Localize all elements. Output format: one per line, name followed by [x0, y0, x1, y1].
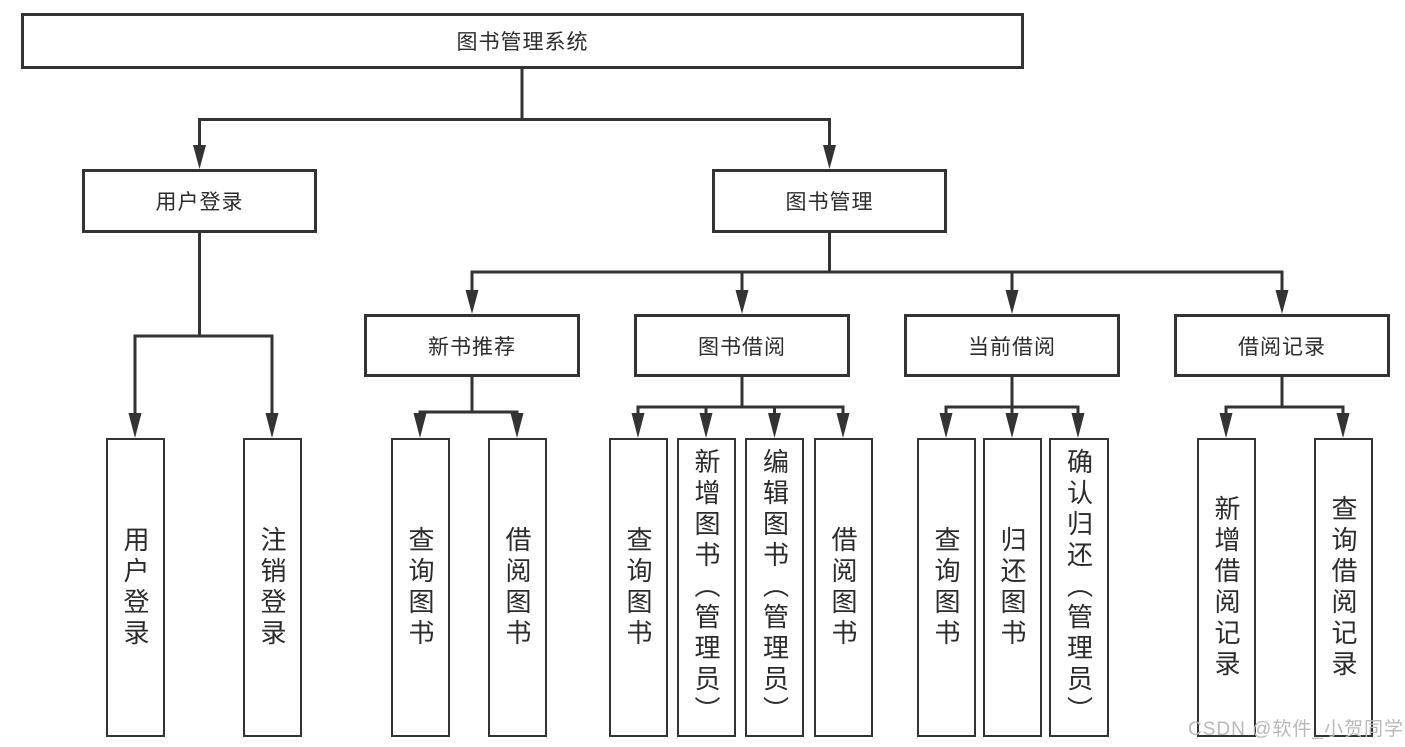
node-add-borrow-record-label: 新增借阅记录	[1211, 494, 1241, 681]
node-logout-label: 注销登录	[257, 525, 287, 650]
node-add-books-admin-label: 新增图书（管理员）	[691, 448, 721, 727]
node-borrow-records: 借阅记录	[1174, 314, 1390, 377]
node-login-label: 用户登录	[120, 525, 150, 650]
connector-user-login	[128, 233, 279, 438]
connector-new-book-recommend	[413, 377, 524, 438]
node-root: 图书管理系统	[21, 13, 1024, 69]
node-add-borrow-record: 新增借阅记录	[1196, 438, 1256, 737]
connector-book-borrowing	[631, 377, 850, 438]
node-borrow-books-label: 借阅图书	[828, 525, 858, 650]
watermark-text: CSDN @软件_小贺同学	[1188, 719, 1404, 740]
node-return-books: 归还图书	[982, 438, 1042, 737]
node-borrow-books-recommend: 借阅图书	[487, 438, 547, 737]
node-query-borrow-record-label: 查询借阅记录	[1328, 494, 1358, 681]
node-add-books-admin: 新增图书（管理员）	[676, 438, 736, 737]
connector-current-borrowing	[939, 377, 1085, 438]
node-query-borrow-record: 查询借阅记录	[1313, 438, 1373, 737]
node-return-books-label: 归还图书	[997, 525, 1027, 650]
node-new-book-recommend: 新书推荐	[364, 314, 580, 377]
connector-root	[193, 69, 836, 169]
node-edit-books-admin: 编辑图书（管理员）	[745, 438, 804, 737]
connector-book-management	[465, 233, 1289, 314]
node-login: 用户登录	[105, 438, 165, 737]
node-book-management: 图书管理	[712, 169, 947, 233]
connector-borrow-records	[1219, 377, 1350, 438]
node-query-books-current: 查询图书	[916, 438, 976, 737]
node-user-login: 用户登录	[82, 169, 317, 233]
node-book-borrowing: 图书借阅	[634, 314, 850, 377]
node-logout: 注销登录	[242, 438, 302, 737]
node-query-books-borrowing: 查询图书	[608, 438, 668, 737]
node-current-borrowing: 当前借阅	[904, 314, 1120, 377]
node-edit-books-admin-label: 编辑图书（管理员）	[759, 448, 790, 727]
node-query-books-recommend: 查询图书	[390, 438, 450, 737]
node-confirm-return-admin: 确认归还（管理员）	[1048, 438, 1109, 737]
node-query-books-current-label: 查询图书	[931, 525, 961, 650]
node-borrow-books-recommend-label: 借阅图书	[502, 525, 532, 650]
node-borrow-books: 借阅图书	[813, 438, 873, 737]
node-confirm-return-admin-label: 确认归还（管理员）	[1063, 448, 1094, 727]
node-query-books-borrowing-label: 查询图书	[623, 525, 653, 650]
node-query-books-recommend-label: 查询图书	[405, 525, 435, 650]
